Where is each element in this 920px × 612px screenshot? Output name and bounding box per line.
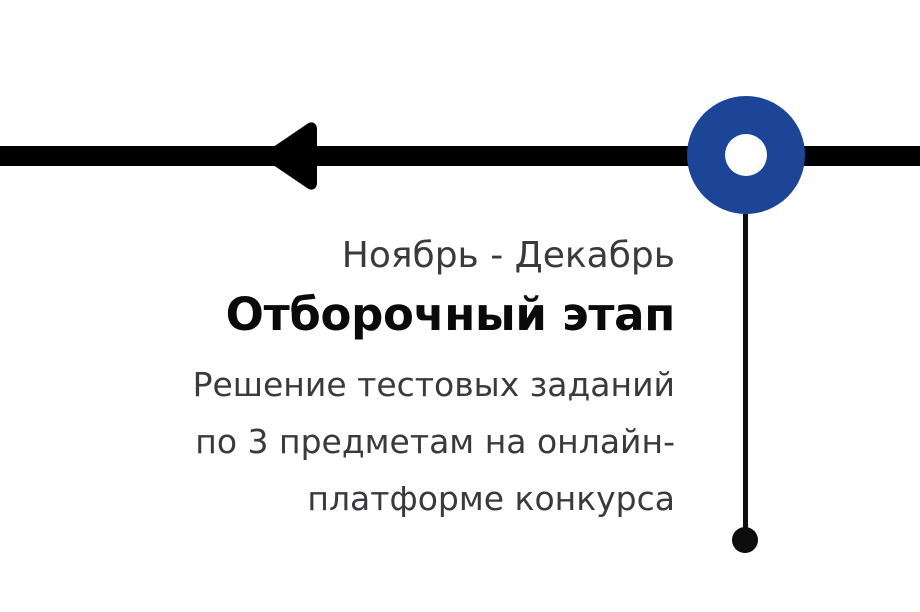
milestone-connector-line — [743, 214, 748, 536]
milestone-title: Отборочный этап — [225, 288, 676, 341]
milestone-period-label: Ноябрь - Декабрь — [341, 235, 675, 276]
milestone-text-block: Ноябрь - Декабрь Отборочный этап Решение… — [60, 232, 676, 527]
milestone-connector-end-dot — [732, 527, 758, 553]
milestone-description-line: по 3 предметам на онлайн- — [195, 422, 675, 461]
milestone-description: Решение тестовых заданий по 3 предметам … — [60, 356, 675, 527]
milestone-description-line: платформе конкурса — [307, 479, 675, 518]
milestone-node-center-hole — [725, 134, 767, 176]
milestone-node-marker[interactable] — [687, 96, 805, 214]
timeline-arrow-left-icon — [262, 120, 320, 192]
milestone-description-line: Решение тестовых заданий — [192, 365, 675, 404]
